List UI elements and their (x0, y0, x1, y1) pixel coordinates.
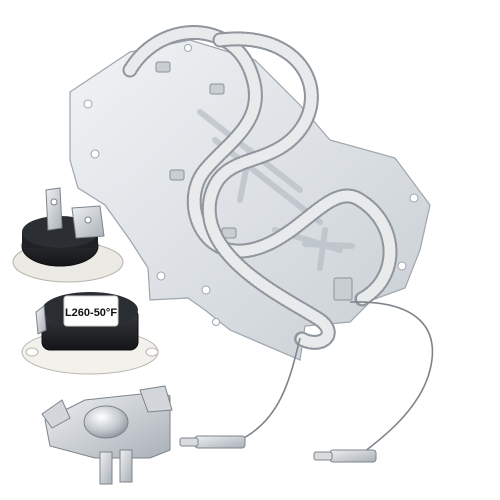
thermostat-label: L260-50°F (65, 307, 117, 319)
terminal-tab (119, 449, 133, 483)
plate-rib (197, 109, 355, 271)
wire-terminal (179, 435, 246, 449)
terminal-tab (99, 451, 113, 485)
lead-wire (349, 301, 434, 456)
mounting-holes (83, 44, 419, 326)
terminal-tab (45, 187, 63, 231)
thermostat: L260-50°F (21, 292, 159, 375)
terminal-tab (35, 305, 47, 335)
bracket-ear (139, 385, 173, 413)
bracket-ear (41, 399, 71, 429)
wire-terminal (313, 449, 377, 463)
coil-clips (155, 61, 353, 301)
heating-element (69, 25, 434, 463)
thermal-fuse (41, 385, 173, 485)
lead-wire (239, 337, 301, 441)
fuse-dome (83, 405, 129, 439)
thermal-cutoff (12, 187, 124, 283)
thermostat-label-sticker (63, 295, 119, 327)
